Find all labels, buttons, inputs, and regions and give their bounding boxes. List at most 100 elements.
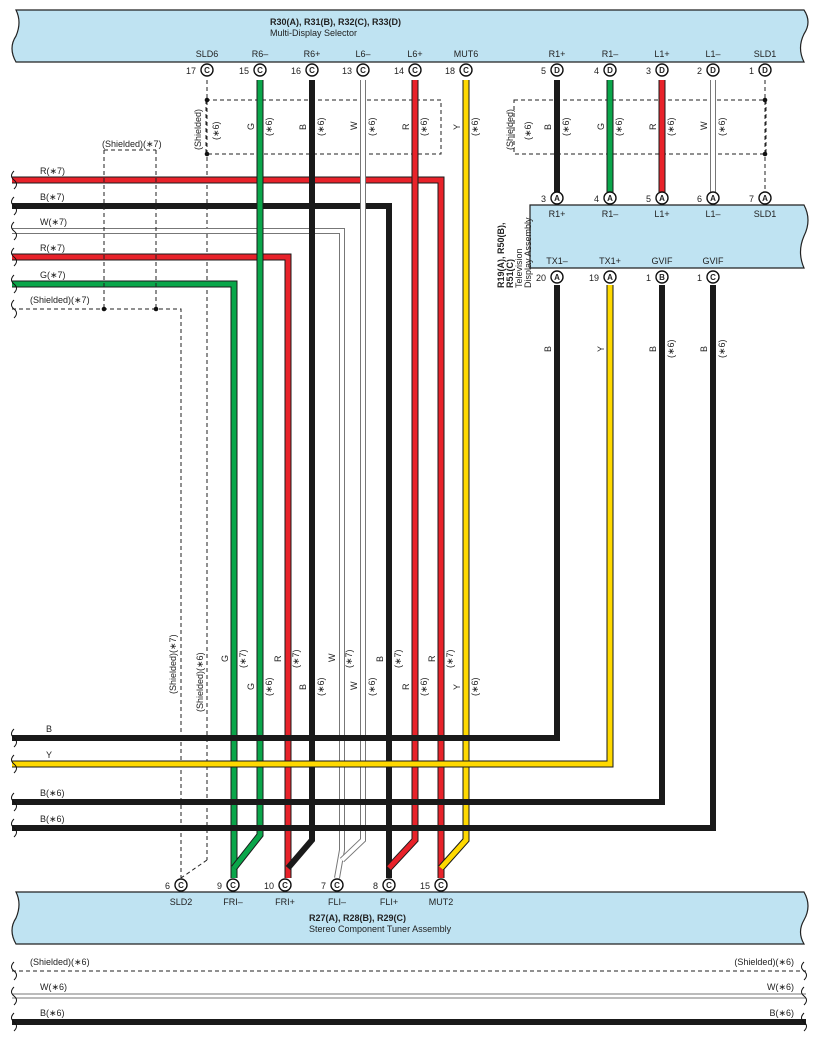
terminal-pin: A [550, 191, 564, 205]
pin-label: SLD6 [196, 49, 219, 59]
wire-color-label: W [349, 681, 359, 690]
selector-title: R30(A), R31(B), R32(C), R33(D) [270, 17, 401, 27]
svg-text:D: D [659, 66, 665, 75]
terminal-pin: A [655, 191, 669, 205]
wire-color-label: R [427, 655, 437, 662]
pin-number: 9 [217, 881, 222, 891]
pin-number: 2 [697, 66, 702, 76]
terminal-pin: C [305, 63, 319, 77]
pin-number: 18 [445, 66, 455, 76]
terminal-pin: C [408, 63, 422, 77]
wire-color-label: W [699, 121, 709, 130]
wire-color-label: W [327, 653, 337, 662]
tuner-subtitle: Stereo Component Tuner Assembly [309, 924, 452, 934]
pin-label: SLD2 [170, 897, 193, 907]
svg-text:D: D [554, 66, 560, 75]
break-mark [11, 728, 17, 748]
wire-color-label: Y [596, 346, 606, 352]
pin-label: R1+ [549, 209, 566, 219]
pin-label: L1– [705, 49, 720, 59]
pin-number: 14 [394, 66, 404, 76]
wire-label: B(∗6) [40, 814, 65, 824]
svg-text:C: C [360, 66, 366, 75]
break-mark [11, 221, 17, 241]
note-label: (∗6) [666, 117, 676, 136]
svg-text:A: A [762, 194, 768, 203]
pin-label: R6– [252, 49, 269, 59]
wire-break-marks [11, 170, 807, 1032]
terminal-pin: A [550, 270, 564, 284]
break-mark [11, 196, 17, 216]
note-label: (∗6) [419, 677, 429, 696]
wire-color-label: Y [452, 124, 462, 130]
break-mark [801, 986, 807, 1006]
pin-label: TX1– [546, 256, 568, 266]
multi-display-selector: R30(A), R31(B), R32(C), R33(D) Multi-Dis… [11, 9, 809, 63]
terminal-pin: D [655, 63, 669, 77]
pin-number: 3 [646, 66, 651, 76]
selector-pins: SLD6 R6– R6+ L6– L6+ MUT6 R1+ R1– L1+ L1… [186, 49, 776, 76]
pin-number: 6 [697, 194, 702, 204]
terminal-pin: C [174, 878, 188, 892]
terminal-pin: A [758, 191, 772, 205]
pin-label: TX1+ [599, 256, 621, 266]
wire-color-label: B [298, 124, 308, 130]
note-label: (∗6) [419, 117, 429, 136]
selector-wire-labels: G B W R Y B G R W (∗6) (∗6) (∗6) (∗6) (∗… [246, 117, 727, 136]
terminal-pin: C [382, 878, 396, 892]
shield-label: (Shielded)(∗7) [102, 139, 162, 149]
wire-color-label: B [543, 124, 553, 130]
display-title-2: R51(C) [505, 259, 515, 288]
svg-text:C: C [204, 66, 210, 75]
wire-color-label: G [246, 123, 256, 130]
display-output-wires: B Y B(∗6) B(∗6) [12, 285, 716, 831]
svg-text:C: C [334, 881, 340, 890]
svg-text:C: C [257, 66, 263, 75]
svg-text:C: C [710, 273, 716, 282]
pin-number: 5 [541, 66, 546, 76]
note-label: (∗7) [238, 649, 248, 668]
wire-label: B(∗6) [40, 788, 65, 798]
display-subtitle-2: Display Assembly [523, 217, 533, 288]
selector-to-display-wires [554, 80, 716, 192]
pin-label: SLD1 [754, 49, 777, 59]
shielded-label: (Shielded) [505, 109, 515, 150]
terminal-pin: C [278, 878, 292, 892]
note-label: (∗6) [717, 117, 727, 136]
note-label: (∗6) [523, 121, 533, 140]
note-label: (∗7) [445, 649, 455, 668]
svg-text:A: A [607, 194, 613, 203]
note-label: (∗6) [614, 117, 624, 136]
pin-label: R1+ [549, 49, 566, 59]
pin-number: 16 [291, 66, 301, 76]
pin-number: 8 [373, 881, 378, 891]
lower-vertical-labels: (Shielded)(∗7) (Shielded)(∗6) G (∗7) G (… [168, 634, 480, 712]
pin-number: 17 [186, 66, 196, 76]
note-label: (∗7) [291, 649, 301, 668]
svg-text:D: D [762, 66, 768, 75]
svg-text:C: C [230, 881, 236, 890]
pin-number: 3 [541, 194, 546, 204]
wire-label: W(∗6) [40, 982, 67, 992]
wire-label: B(∗7) [40, 192, 65, 202]
svg-text:B: B [659, 273, 665, 282]
selector-subtitle: Multi-Display Selector [270, 28, 357, 38]
terminal-pin: D [758, 63, 772, 77]
note-label: (∗6) [367, 677, 377, 696]
splice-point [101, 306, 107, 312]
pin-number: 4 [594, 194, 599, 204]
break-mark [11, 1012, 17, 1032]
wire-color-label: Y [452, 684, 462, 690]
terminal-pin: D [550, 63, 564, 77]
wire-label: G(∗7) [40, 270, 66, 280]
break-mark [801, 1012, 807, 1032]
pin-label: GVIF [651, 256, 673, 266]
wire-color-label: R [273, 655, 283, 662]
wire-color-label: G [596, 123, 606, 130]
note-label: (∗6) [264, 677, 274, 696]
svg-text:C: C [463, 66, 469, 75]
pin-label: GVIF [702, 256, 724, 266]
wire-color-label: G [220, 655, 230, 662]
svg-text:C: C [309, 66, 315, 75]
